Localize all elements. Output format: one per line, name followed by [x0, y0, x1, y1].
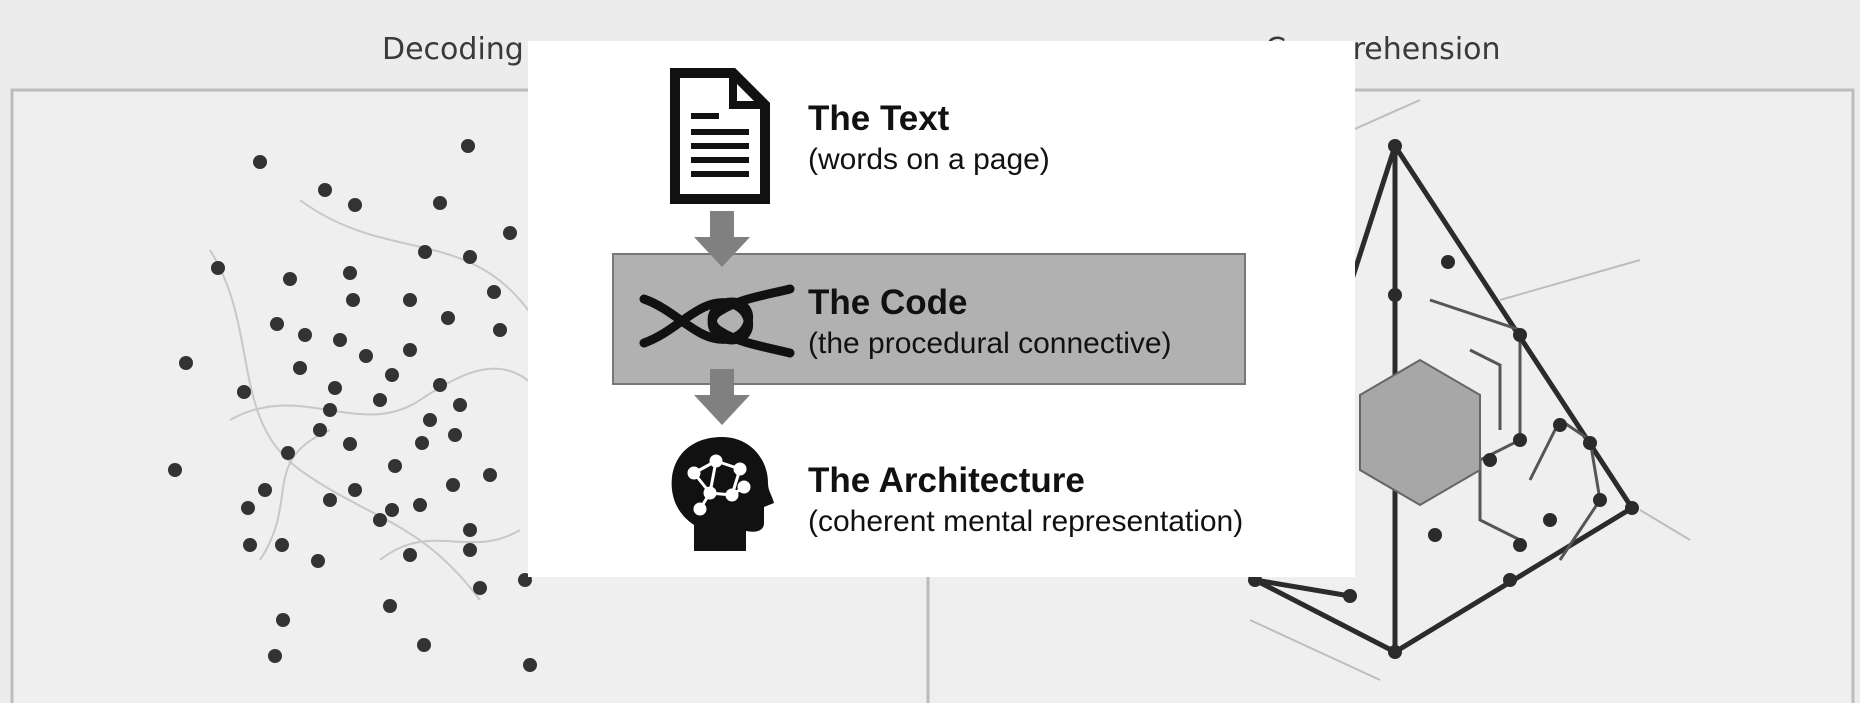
decoding-dot: [385, 368, 399, 382]
text-step-subtitle: (words on a page): [808, 143, 1050, 176]
decoding-dot: [433, 378, 447, 392]
decoding-dot: [343, 437, 357, 451]
decoding-dot: [241, 501, 255, 515]
head-network-icon: [671, 437, 774, 551]
text-step-title: The Text: [808, 99, 950, 138]
architecture-step-subtitle: (coherent mental representation): [808, 505, 1244, 538]
decoding-dot: [348, 198, 362, 212]
decoding-dot: [415, 436, 429, 450]
decoding-dot: [503, 226, 517, 240]
decoding-dot: [418, 245, 432, 259]
decoding-dot: [453, 398, 467, 412]
decoding-dot: [373, 393, 387, 407]
decoding-dot: [383, 599, 397, 613]
architecture-step: The Architecture (coherent mental repres…: [808, 461, 1243, 539]
down-arrow-2: [694, 369, 750, 425]
decoding-dot: [463, 250, 477, 264]
decoding-dot: [441, 311, 455, 325]
decoding-dot: [211, 261, 225, 275]
decoding-label: Decoding: [382, 32, 524, 67]
decoding-dot: [523, 658, 537, 672]
decoding-dot: [348, 483, 362, 497]
decoding-dot: [258, 483, 272, 497]
decoding-dot: [448, 428, 462, 442]
decoding-dot: [417, 638, 431, 652]
decoding-dot: [333, 333, 347, 347]
decoding-dot: [281, 446, 295, 460]
decoding-dot: [346, 293, 360, 307]
decoding-dot: [270, 317, 284, 331]
decoding-dot: [403, 548, 417, 562]
code-step-title: The Code: [808, 283, 968, 322]
decoding-dot: [446, 478, 460, 492]
decoding-dot: [493, 323, 507, 337]
decoding-dot: [298, 328, 312, 342]
decoding-dot: [388, 459, 402, 473]
decoding-dot: [179, 356, 193, 370]
decoding-dots: [168, 139, 537, 672]
decoding-dot: [328, 381, 342, 395]
decoding-dot: [237, 385, 251, 399]
decoding-dot: [461, 139, 475, 153]
architecture-step-title: The Architecture: [808, 461, 1085, 500]
decoding-dot: [473, 581, 487, 595]
decoding-dot: [359, 349, 373, 363]
central-cube: [1359, 358, 1481, 507]
decoding-dot: [275, 538, 289, 552]
knot-icon: [639, 284, 795, 358]
decoding-dot: [313, 423, 327, 437]
code-step-subtitle: (the procedural connective): [808, 327, 1172, 360]
text-step: The Text (words on a page): [808, 99, 1050, 177]
decoding-dot: [385, 503, 399, 517]
decoding-dot: [311, 554, 325, 568]
decoding-dot: [463, 543, 477, 557]
decoding-dot: [413, 498, 427, 512]
document-icon: [670, 68, 770, 204]
decoding-dot: [318, 183, 332, 197]
decoding-dot: [487, 285, 501, 299]
decoding-dot: [403, 293, 417, 307]
decoding-dot: [433, 196, 447, 210]
decoding-dot: [323, 493, 337, 507]
decoding-dot: [403, 343, 417, 357]
decoding-dot: [343, 266, 357, 280]
decoding-dot: [253, 155, 267, 169]
down-arrow-1: [694, 211, 750, 267]
decoding-dot: [276, 613, 290, 627]
decoding-dot: [283, 272, 297, 286]
flow-card: The Text (words on a page) The Code (the…: [528, 41, 1355, 577]
decoding-dot: [293, 361, 307, 375]
decoding-dot: [483, 468, 497, 482]
decoding-dot: [463, 523, 477, 537]
decoding-dot: [323, 403, 337, 417]
decoding-dot: [243, 538, 257, 552]
decoding-dot: [373, 513, 387, 527]
decoding-dot: [268, 649, 282, 663]
decoding-dot: [423, 413, 437, 427]
decoding-dot: [168, 463, 182, 477]
code-step: The Code (the procedural connective): [808, 283, 1172, 361]
